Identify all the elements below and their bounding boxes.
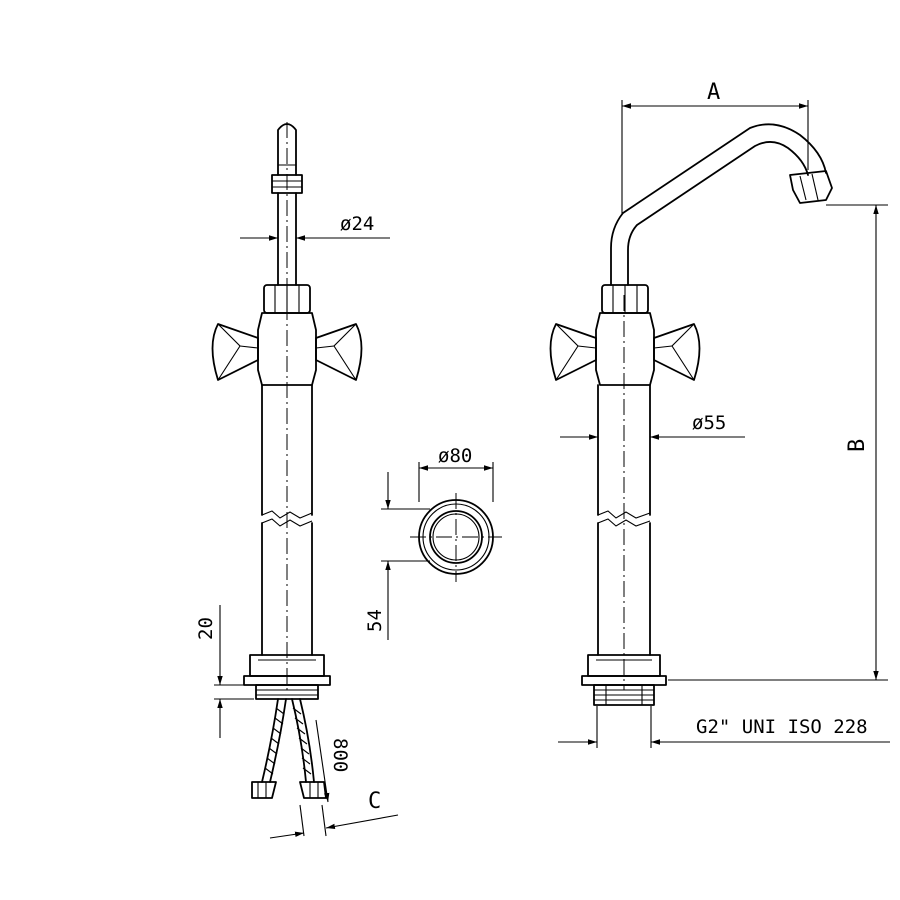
dim-label-800: 800 xyxy=(329,738,351,772)
side-view: A B ø55 G2" UNI ISO 228 xyxy=(549,80,890,748)
dim-label-B: B xyxy=(845,439,870,452)
dim-label-thread: G2" UNI ISO 228 xyxy=(696,716,868,738)
dim-label-d80: ø80 xyxy=(438,445,472,467)
plan-view: ø80 54 xyxy=(364,445,502,640)
dim-label-C: C xyxy=(368,789,381,814)
dim-label-20: 20 xyxy=(195,617,217,640)
dim-label-d24: ø24 xyxy=(340,213,374,235)
dim-label-d55: ø55 xyxy=(692,412,726,434)
dim-label-54: 54 xyxy=(364,609,386,632)
front-view: ø24 20 800 C xyxy=(195,122,399,839)
dim-label-A: A xyxy=(707,80,720,105)
